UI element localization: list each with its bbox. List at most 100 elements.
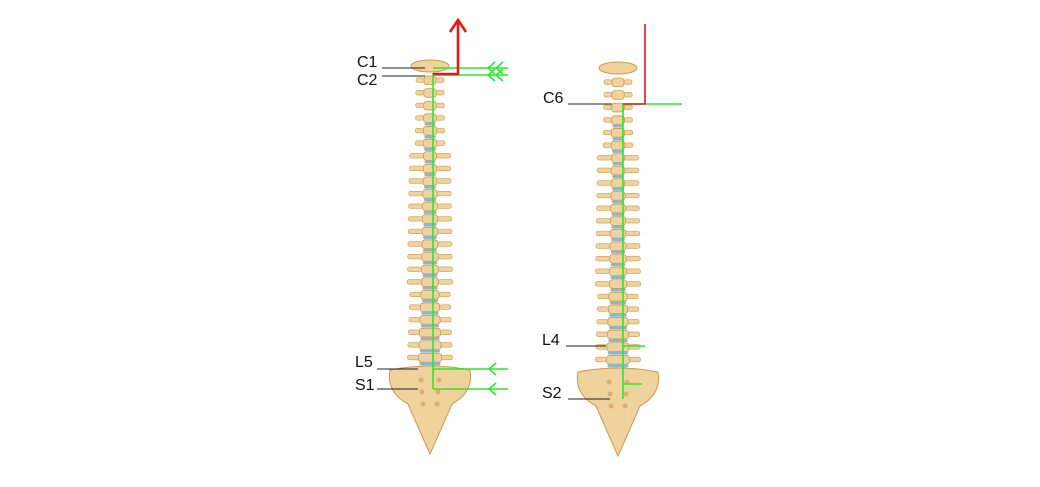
vertebra-body xyxy=(420,277,440,287)
transverse-process xyxy=(437,203,452,209)
transverse-process xyxy=(407,266,422,272)
vertebra-body xyxy=(419,315,441,325)
transverse-process xyxy=(408,165,424,171)
intervertebral-disc xyxy=(610,263,626,267)
vertebra-body xyxy=(421,264,439,275)
transverse-process xyxy=(596,319,609,325)
transverse-process xyxy=(407,342,420,348)
transverse-process xyxy=(595,268,610,274)
intervertebral-disc xyxy=(607,364,629,368)
transverse-process xyxy=(407,354,419,361)
intervertebral-disc xyxy=(421,311,439,315)
vertebra-body xyxy=(422,201,438,212)
vertebra-body xyxy=(422,176,438,186)
c2-arrow-icon xyxy=(486,68,504,82)
transverse-process xyxy=(439,304,451,310)
intervertebral-disc xyxy=(419,349,441,353)
intervertebral-disc xyxy=(609,313,627,317)
intervertebral-disc xyxy=(608,338,628,343)
transverse-process xyxy=(436,102,445,108)
vertebra-body xyxy=(419,302,441,313)
transverse-process xyxy=(597,306,609,312)
vertebra-body xyxy=(421,239,439,250)
intervertebral-disc xyxy=(611,200,625,204)
vertebra-body xyxy=(609,254,627,264)
transverse-process xyxy=(407,241,423,247)
intervertebral-disc xyxy=(612,124,624,128)
transverse-process xyxy=(436,140,446,146)
intervertebral-disc xyxy=(610,250,626,254)
transverse-process xyxy=(437,254,453,260)
intervertebral-disc xyxy=(612,162,624,166)
transverse-process xyxy=(624,117,633,123)
transverse-process xyxy=(628,331,640,337)
intervertebral-disc xyxy=(609,301,627,305)
transverse-process xyxy=(625,243,641,249)
vertebra-body xyxy=(421,214,439,224)
intervertebral-disc xyxy=(422,273,438,277)
intervertebral-disc xyxy=(612,187,624,191)
intervertebral-disc xyxy=(423,223,437,227)
right-green-guides xyxy=(622,103,682,399)
transverse-process xyxy=(594,281,610,287)
transverse-process xyxy=(595,230,611,237)
transverse-process xyxy=(625,256,641,262)
transverse-process xyxy=(415,77,425,83)
label-l5: L5 xyxy=(355,354,373,371)
intervertebral-disc xyxy=(611,225,625,229)
intervertebral-disc xyxy=(610,275,626,279)
vertebra-body xyxy=(423,88,437,98)
transverse-process xyxy=(624,155,639,161)
vertebra-body xyxy=(605,354,631,365)
transverse-process xyxy=(439,317,452,323)
transverse-process xyxy=(407,254,423,260)
vertebra-body xyxy=(606,329,630,340)
label-c6: C6 xyxy=(543,90,564,107)
intervertebral-disc xyxy=(422,261,438,265)
transverse-process xyxy=(436,153,451,159)
transverse-process xyxy=(438,279,454,285)
vertebra-body xyxy=(422,138,438,149)
vertebra-body xyxy=(418,327,442,338)
intervertebral-disc xyxy=(610,288,626,292)
intervertebral-disc xyxy=(423,198,437,202)
transverse-process xyxy=(596,205,611,211)
transverse-process xyxy=(629,356,641,363)
transverse-process xyxy=(625,218,640,224)
intervertebral-disc xyxy=(612,174,624,179)
vertebra-body xyxy=(607,304,629,315)
transverse-process xyxy=(623,79,633,85)
vertebra-body xyxy=(423,151,437,161)
transverse-process xyxy=(595,256,611,262)
transverse-process xyxy=(603,79,613,85)
left-green-guides xyxy=(432,61,508,396)
transverse-process xyxy=(440,329,452,335)
transverse-process xyxy=(626,268,641,274)
transverse-process xyxy=(415,115,424,121)
intervertebral-disc xyxy=(421,299,439,303)
transverse-process xyxy=(624,104,633,110)
intervertebral-disc xyxy=(422,248,438,252)
left-red-guide xyxy=(433,17,468,76)
label-l4: L4 xyxy=(542,332,560,349)
transverse-process xyxy=(624,142,634,148)
intervertebral-disc xyxy=(419,362,441,366)
transverse-process xyxy=(415,102,424,108)
transverse-process xyxy=(407,228,423,235)
intervertebral-disc xyxy=(420,336,440,341)
intervertebral-disc xyxy=(611,212,625,216)
transverse-process xyxy=(438,291,451,298)
vertebra-body xyxy=(611,90,625,100)
intervertebral-disc xyxy=(611,238,625,242)
vertebra-body xyxy=(608,291,628,302)
transverse-process xyxy=(596,218,611,224)
vertebra-body xyxy=(418,340,442,350)
transverse-process xyxy=(595,243,611,249)
transverse-process xyxy=(437,216,452,222)
intervertebral-disc xyxy=(424,122,436,126)
intervertebral-disc xyxy=(424,147,436,151)
transverse-process xyxy=(415,127,424,134)
label-c1: C1 xyxy=(357,54,378,71)
intervertebral-disc xyxy=(424,135,436,139)
transverse-process xyxy=(603,117,612,123)
